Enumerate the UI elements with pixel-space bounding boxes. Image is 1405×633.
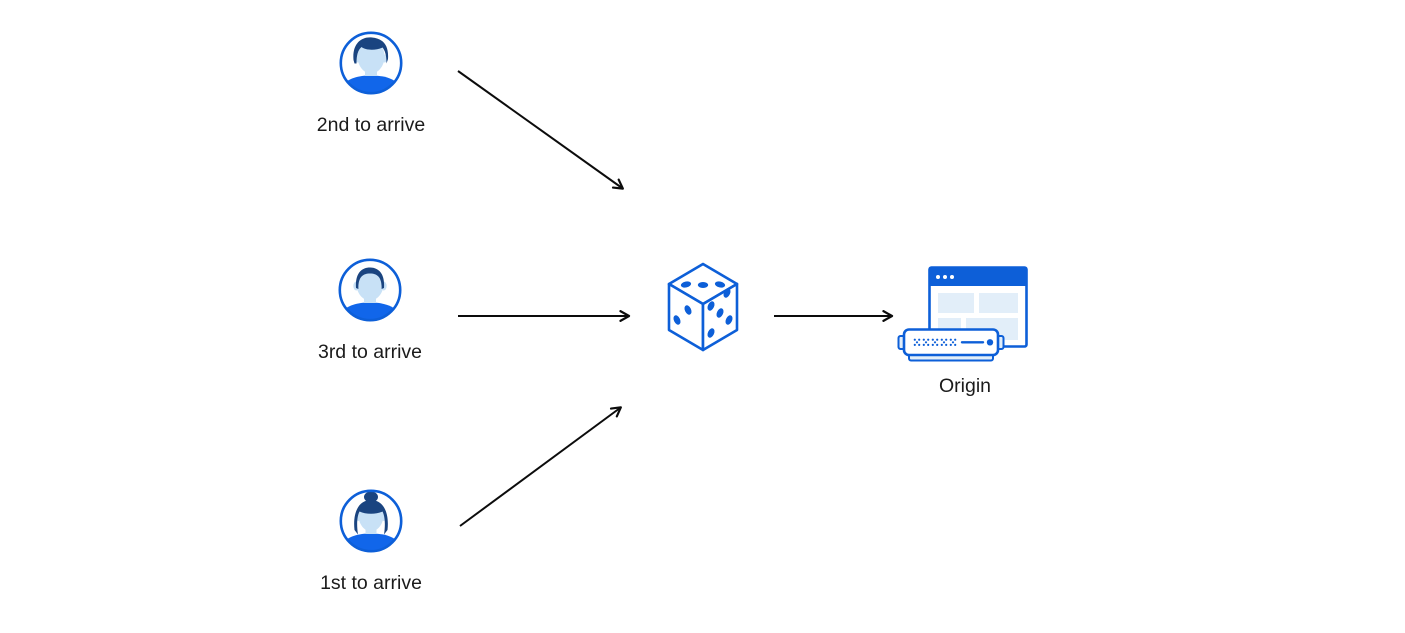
female-avatar-bun-icon xyxy=(338,488,404,554)
origin-node: Origin xyxy=(880,260,1050,410)
male-avatar-swept-hair-icon xyxy=(338,30,404,96)
client-node-1st-to-arrive: 1st to arrive xyxy=(291,488,451,595)
origin-server-icon xyxy=(897,327,1005,364)
client-label-1st: 1st to arrive xyxy=(320,572,422,594)
random-selector-node xyxy=(664,260,742,354)
dice-icon xyxy=(664,260,742,354)
male-avatar-short-hair-icon xyxy=(337,257,403,323)
arrow-1st-to-dice xyxy=(459,406,622,527)
client-label-2nd: 2nd to arrive xyxy=(316,114,426,136)
origin-label: Origin xyxy=(938,375,992,397)
client-label-3rd: 3rd to arrive xyxy=(317,341,423,363)
arrow-2nd-to-dice xyxy=(457,70,624,190)
client-node-2nd-to-arrive: 2nd to arrive xyxy=(291,30,451,137)
client-node-3rd-to-arrive: 3rd to arrive xyxy=(290,257,450,364)
